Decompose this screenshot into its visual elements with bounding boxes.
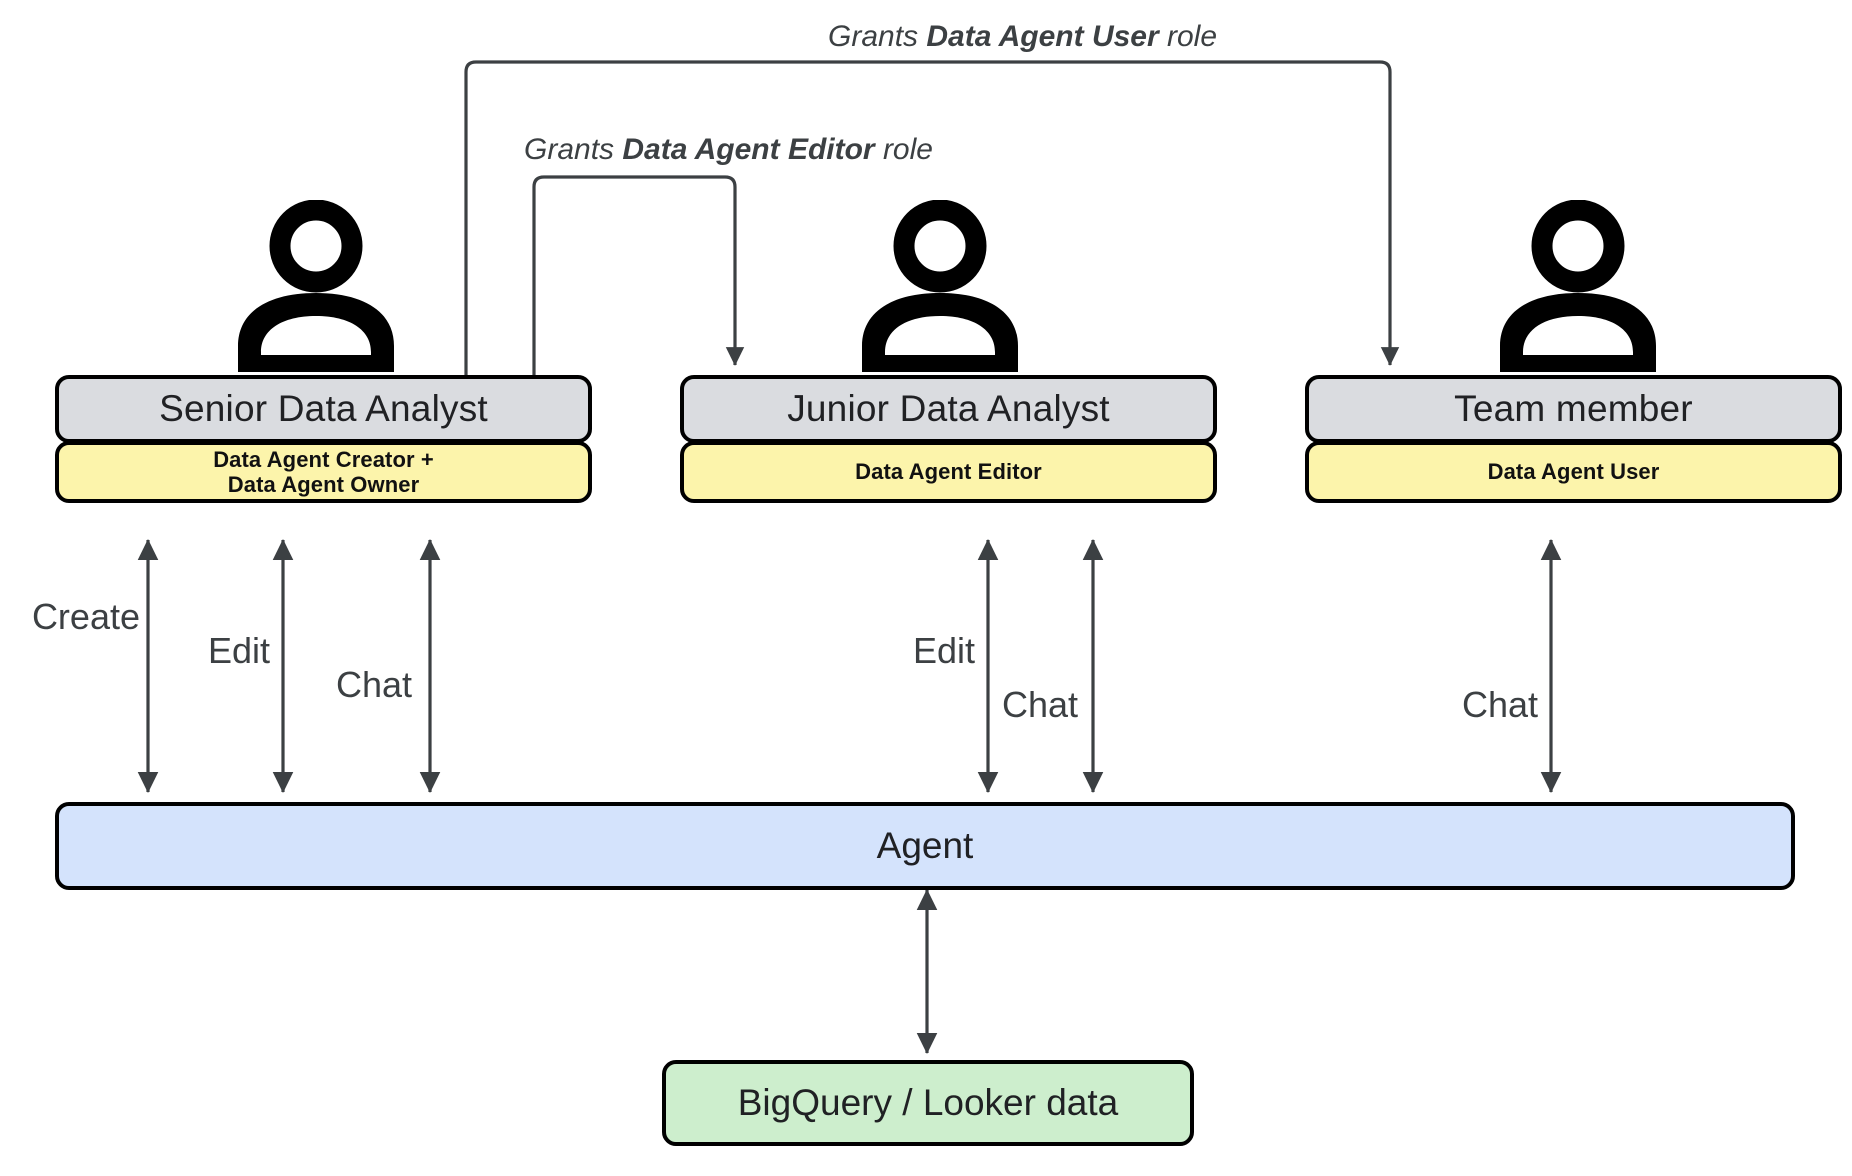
grant-prefix: Grants — [828, 20, 927, 53]
flow-label-edit-senior: Edit — [207, 630, 270, 671]
agent-bar[interactable]: Agent — [55, 802, 1795, 890]
card-role-badge: Data Agent User — [1305, 441, 1842, 503]
person-icon-senior-data-analyst — [232, 200, 400, 375]
flow-label-edit-junior: Edit — [912, 630, 975, 671]
flow-label-chat-junior: Chat — [1001, 684, 1078, 725]
person-icon — [862, 200, 1018, 372]
datasource-box[interactable]: BigQuery / Looker data — [662, 1060, 1194, 1146]
connector-grants-data-agent-editor — [532, 175, 745, 375]
role-line: Data Agent User — [1487, 459, 1660, 485]
person-icon — [238, 200, 394, 372]
connector-grants-data-agent-user — [464, 60, 1400, 375]
grant-role: Data Agent Editor — [622, 133, 875, 166]
flow-label-chat-team: Chat — [1461, 684, 1538, 725]
role-line: Data Agent Editor — [855, 459, 1042, 485]
agent-label: Agent — [876, 825, 974, 866]
card-role-badge: Data Agent Editor — [680, 441, 1217, 503]
card-title: Junior Data Analyst — [680, 375, 1217, 443]
person-icon — [1500, 200, 1656, 372]
card-junior-data-analyst[interactable]: Junior Data Analyst Data Agent Editor — [680, 375, 1217, 503]
card-team-member[interactable]: Team member Data Agent User — [1305, 375, 1842, 503]
grant-suffix: role — [874, 133, 933, 166]
role-line: Data Agent Owner — [227, 472, 420, 497]
grant-role: Data Agent User — [926, 20, 1159, 53]
card-senior-data-analyst[interactable]: Senior Data Analyst Data Agent Creator +… — [55, 375, 592, 503]
datasource-label: BigQuery / Looker data — [737, 1082, 1119, 1123]
grant-prefix: Grants — [524, 133, 623, 166]
role-line: Data Agent Creator + — [213, 446, 434, 472]
person-icon-junior-data-analyst — [856, 200, 1024, 375]
label-grants-data-agent-editor: Grants Data Agent Editor role — [524, 133, 933, 167]
card-title: Senior Data Analyst — [55, 375, 592, 443]
person-icon-team-member — [1494, 200, 1662, 375]
flow-label-create-senior: Create — [31, 596, 140, 637]
card-role-badge: Data Agent Creator + Data Agent Owner — [55, 441, 592, 503]
grant-suffix: role — [1158, 20, 1218, 53]
card-title: Team member — [1305, 375, 1842, 443]
flow-label-chat-senior: Chat — [335, 664, 412, 705]
label-grants-data-agent-user: Grants Data Agent User role — [828, 20, 1217, 54]
